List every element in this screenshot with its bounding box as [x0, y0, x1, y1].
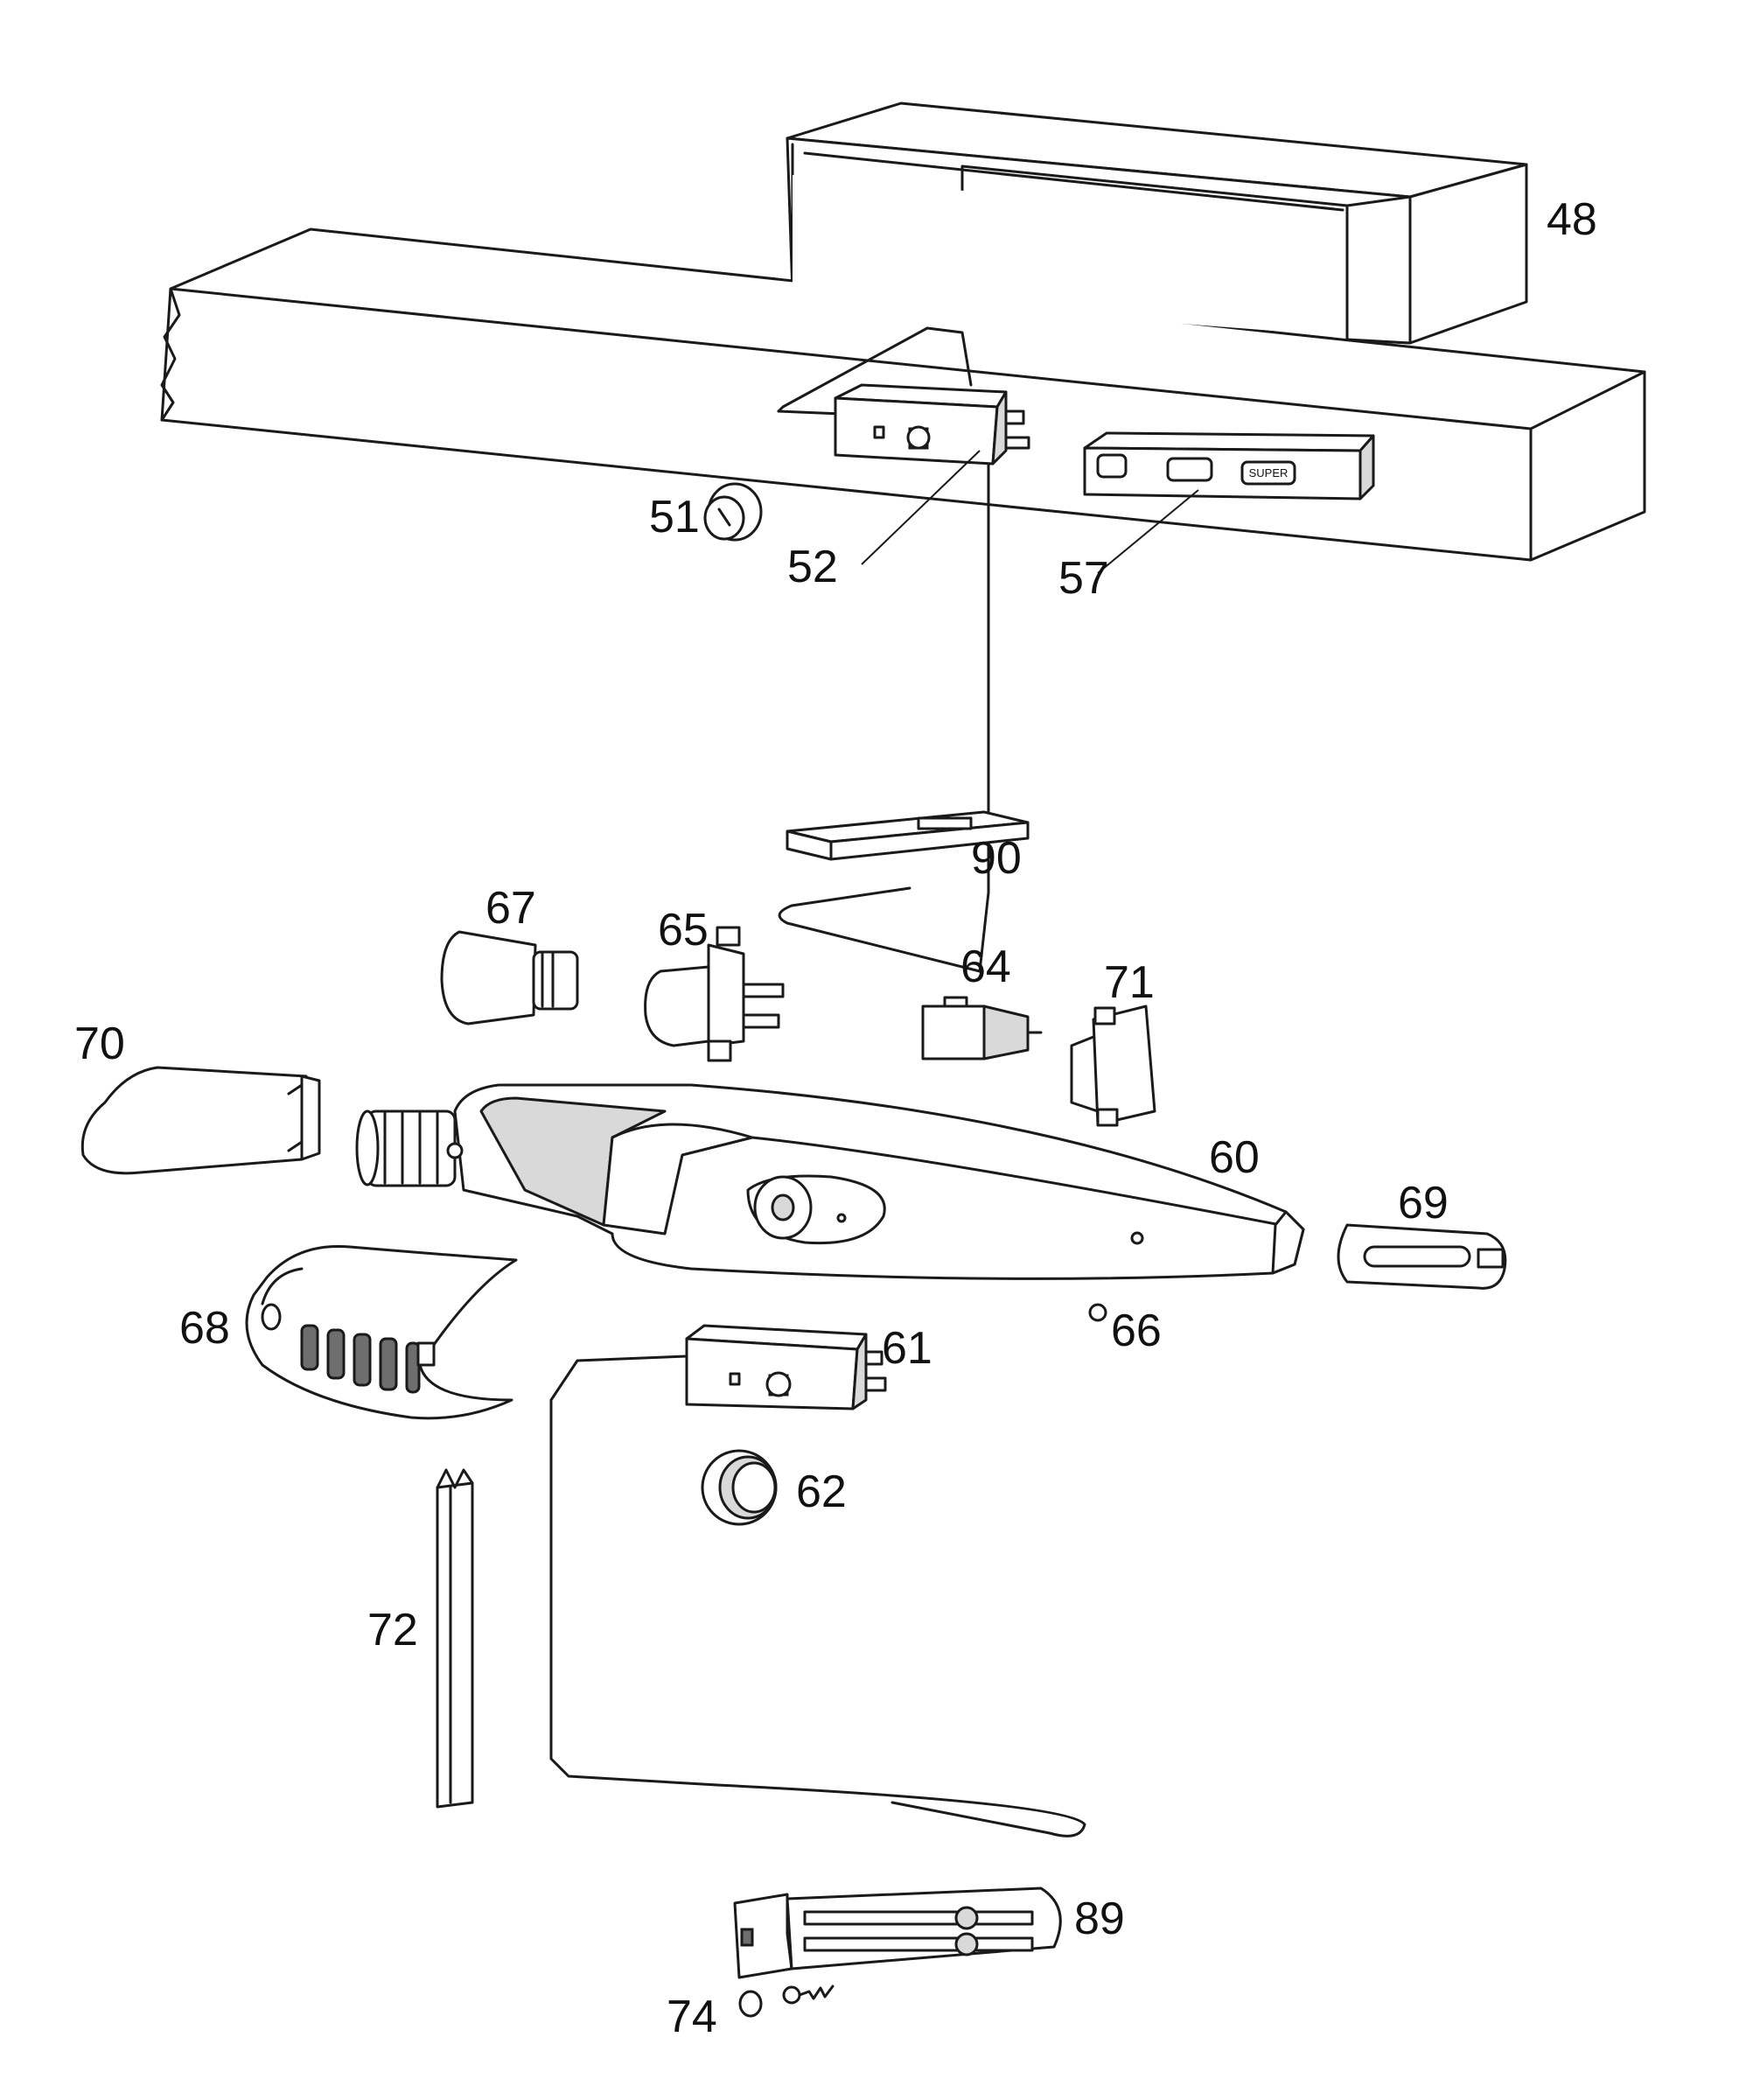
part-66-screw: [1088, 1303, 1107, 1322]
callout-89: 89: [1074, 1894, 1125, 1944]
callout-74: 74: [667, 1992, 717, 2042]
callout-62: 62: [796, 1466, 847, 1517]
super-button-label: SUPER: [1249, 466, 1289, 480]
callout-48: 48: [1547, 194, 1597, 245]
callout-71: 71: [1104, 957, 1155, 1008]
callout-64: 64: [960, 942, 1011, 992]
callout-67: 67: [485, 883, 536, 934]
part-64-switch: [921, 996, 1043, 1060]
leader-lines: [861, 450, 1199, 574]
part-57-control-panel: SUPER: [1083, 431, 1375, 500]
callout-72: 72: [367, 1605, 418, 1656]
part-52-thermostat: [777, 326, 1030, 973]
callout-69: 69: [1398, 1178, 1449, 1228]
part-67-bulb: [440, 930, 579, 1026]
callout-61: 61: [882, 1323, 932, 1374]
callout-60: 60: [1209, 1132, 1260, 1183]
part-90-capillary-holder: [778, 810, 1030, 973]
callout-51: 51: [649, 492, 700, 542]
callout-65: 65: [658, 905, 709, 956]
part-68-lamp-cover: [245, 1244, 518, 1420]
part-74-washer-screw: [738, 1984, 835, 2018]
callout-68: 68: [179, 1303, 230, 1354]
callout-52: 52: [787, 542, 838, 592]
callout-57: 57: [1058, 553, 1109, 604]
part-60-lamp-housing: [355, 1083, 1305, 1280]
part-69-right-lens: [1337, 1223, 1507, 1290]
callout-90: 90: [971, 833, 1022, 884]
callout-66: 66: [1111, 1306, 1162, 1356]
part-72-seal-strip: [436, 1468, 474, 1809]
part-65-lamp-holder: [644, 926, 785, 1062]
part-89-capillary-holder: [733, 1886, 1062, 1979]
part-70-left-cap: [80, 1066, 321, 1175]
part-71-clip: [1070, 1004, 1156, 1127]
callout-labels: 48 51 52 57 90 67 65 64 71 70 60 69 68 6…: [74, 194, 1597, 2042]
callout-70: 70: [74, 1018, 125, 1069]
part-62-knob-ring: [701, 1449, 778, 1526]
part-61-thermostat: [549, 1324, 1086, 1838]
part-51-knob: [703, 482, 763, 542]
